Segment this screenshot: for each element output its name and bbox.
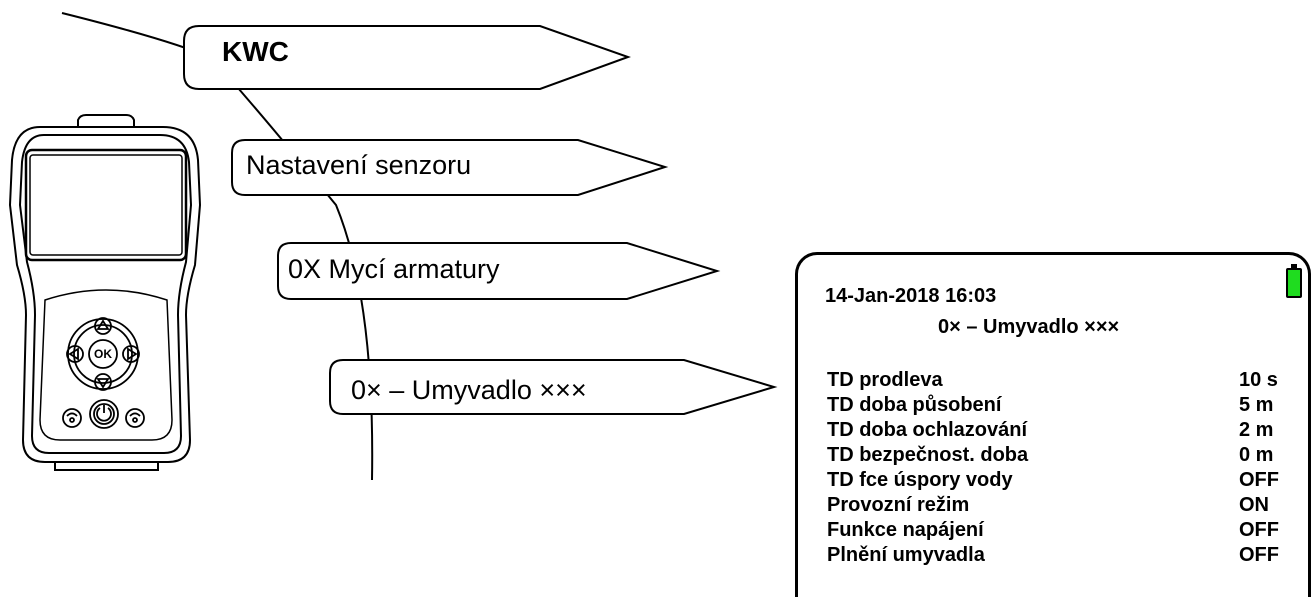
settings-row[interactable]: Funkce napájení OFF (827, 518, 1303, 543)
setting-value: 10 s (1239, 369, 1278, 391)
menu-item-nastaveni-senzoru[interactable]: Nastavení senzoru (246, 150, 472, 180)
setting-value: 0 m (1239, 444, 1274, 466)
tag-shape-umyvadlo (329, 359, 778, 415)
setting-label: TD fce úspory vody (827, 469, 1013, 491)
settings-row[interactable]: TD bezpečnost. doba 0 m (827, 443, 1303, 468)
menu-item-myci-armatury[interactable]: 0X Mycí armatury (288, 254, 500, 284)
handheld-device (8, 114, 202, 471)
menu-item-kwc[interactable]: KWC (222, 36, 289, 67)
setting-value: 2 m (1239, 419, 1274, 441)
settings-row[interactable]: TD prodleva 10 s (827, 368, 1303, 393)
up-arrow-icon[interactable] (94, 317, 112, 335)
left-arrow-icon[interactable] (66, 345, 84, 363)
setting-value: 5 m (1239, 394, 1274, 416)
settings-row[interactable]: Provozní režim ON (827, 493, 1303, 518)
setting-value: OFF (1239, 469, 1279, 491)
ok-icon[interactable]: OK (94, 347, 112, 361)
settings-row[interactable]: TD fce úspory vody OFF (827, 468, 1303, 493)
settings-row[interactable]: Plnění umyvadla OFF (827, 543, 1303, 568)
screen-title: 0× – Umyvadlo ××× (938, 316, 1120, 338)
setting-label: TD prodleva (827, 369, 943, 391)
menu-item-umyvadlo[interactable]: 0× – Umyvadlo ××× (351, 375, 587, 405)
settings-row[interactable]: TD doba ochlazování 2 m (827, 418, 1303, 443)
setting-label: Funkce napájení (827, 519, 984, 541)
setting-label: TD doba působení (827, 394, 1002, 416)
sensor-left-icon[interactable] (62, 408, 82, 428)
right-arrow-icon[interactable] (122, 345, 140, 363)
setting-label: Provozní režim (827, 494, 970, 516)
device-screen: 14-Jan-2018 16:03 0× – Umyvadlo ××× TD p… (795, 252, 1311, 597)
power-icon[interactable] (89, 399, 119, 429)
screen-datetime: 14-Jan-2018 16:03 (825, 285, 997, 307)
tag-shape-myci (277, 242, 721, 300)
setting-value: ON (1239, 494, 1269, 516)
setting-value: OFF (1239, 544, 1279, 566)
settings-row[interactable]: TD doba působení 5 m (827, 393, 1303, 418)
tag-shape-nastaveni (231, 139, 669, 196)
down-arrow-icon[interactable] (94, 373, 112, 391)
dpad[interactable] (67, 318, 139, 390)
setting-value: OFF (1239, 519, 1279, 541)
setting-label: TD bezpečnost. doba (827, 444, 1029, 466)
settings-list: TD prodleva 10 s TD doba působení 5 m TD… (827, 368, 1303, 568)
setting-label: Plnění umyvadla (827, 544, 985, 566)
sensor-right-icon[interactable] (125, 408, 145, 428)
tag-shape-kwc (183, 25, 631, 90)
setting-label: TD doba ochlazování (827, 419, 1028, 441)
battery-icon (1286, 268, 1302, 298)
battery-cap (1291, 264, 1297, 269)
